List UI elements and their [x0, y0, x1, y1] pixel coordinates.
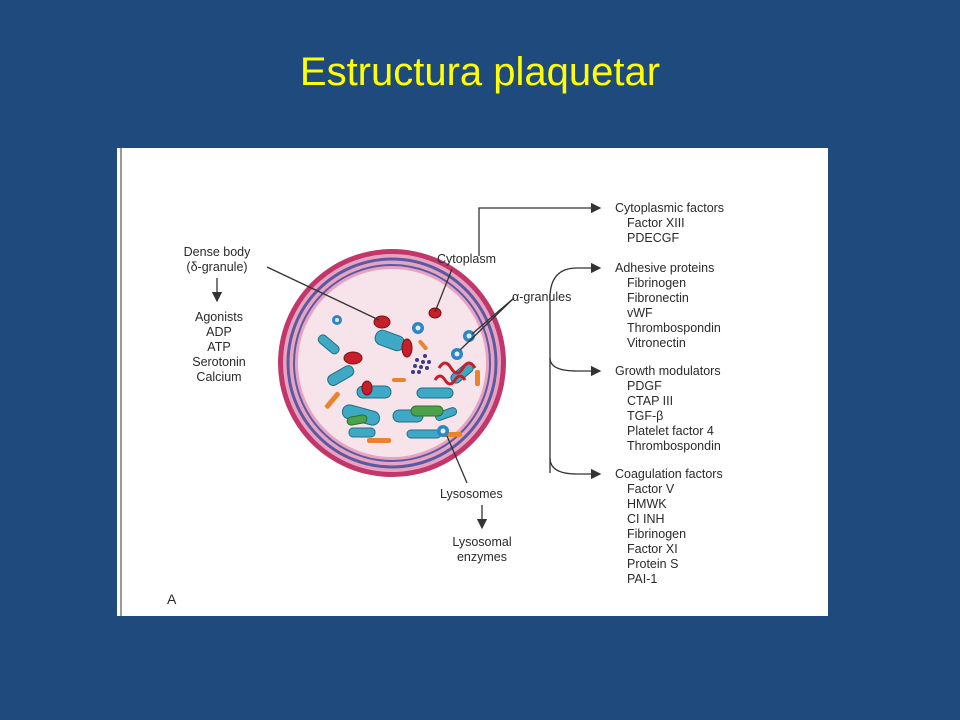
list-heading: Cytoplasmic factors [615, 201, 724, 215]
platelet-diagram: Dense body (δ-granule) Agonists ADP ATP … [120, 148, 724, 616]
adhesive-connector [549, 262, 602, 299]
coagulation-factors-list: Coagulation factors Factor V HMWK CI INH… [615, 467, 723, 586]
list-item: Protein S [627, 557, 678, 571]
agonist-item: Calcium [196, 370, 241, 384]
list-item: Fibrinogen [627, 276, 686, 290]
cytoplasm-connector [478, 202, 602, 256]
adhesive-proteins-list: Adhesive proteins Fibrinogen Fibronectin… [615, 261, 721, 350]
list-item: Factor XI [627, 542, 678, 556]
list-item: CI INH [627, 512, 665, 526]
list-item: Thrombospondin [627, 439, 721, 453]
list-item: Thrombospondin [627, 321, 721, 335]
glycogen-cluster [411, 354, 431, 374]
list-heading: Coagulation factors [615, 467, 723, 481]
dense-body-label: Dense body [184, 245, 251, 259]
growth-connector [549, 357, 602, 377]
platelet-cell [278, 249, 506, 477]
list-item: HMWK [627, 497, 667, 511]
list-item: TGF-β [627, 409, 663, 423]
agonist-item: ADP [206, 325, 232, 339]
cytoplasm-pointer [434, 268, 453, 313]
list-item: Fibronectin [627, 291, 689, 305]
slide-title: Estructura plaquetar [299, 50, 661, 94]
list-item: Factor XIII [627, 216, 685, 230]
alpha-granule-pointer-2 [471, 297, 515, 335]
cytoplasm-label: Cytoplasm [437, 252, 496, 266]
cytoplasmic-factors-list: Cytoplasmic factors Factor XIII PDECGF [615, 201, 724, 245]
canalicular-system [437, 361, 477, 375]
agonist-item: ATP [207, 340, 230, 354]
microtubule-ring [286, 257, 498, 469]
lysosome-pointer [446, 435, 468, 484]
list-item: Fibrinogen [627, 527, 686, 541]
alpha-granules-label: α-granules [512, 290, 571, 304]
delta-granule-label: (δ-granule) [186, 260, 247, 274]
alpha-granule-pointer-1 [459, 297, 515, 351]
agonists-heading: Agonists [195, 310, 243, 324]
dense-granules [343, 307, 442, 396]
agonist-item: Serotonin [192, 355, 246, 369]
list-item: Platelet factor 4 [627, 424, 714, 438]
list-item: Vitronectin [627, 336, 686, 350]
list-item: PDECGF [627, 231, 679, 245]
list-item: PAI-1 [627, 572, 657, 586]
enzymes-label: enzymes [457, 550, 507, 564]
list-item: PDGF [627, 379, 662, 393]
list-item: CTAP III [627, 394, 673, 408]
list-item: vWF [627, 306, 653, 320]
lysosomes-label: Lysosomes [440, 487, 503, 501]
green-organelles [346, 405, 444, 426]
list-item: Factor V [627, 482, 675, 496]
list-heading: Growth modulators [615, 364, 721, 378]
coagulation-connector [549, 457, 602, 480]
dense-body-pointer [266, 266, 380, 321]
cytoplasm-area [298, 269, 486, 457]
panel-label: A [167, 591, 177, 607]
platelet-figure: Dense body (δ-granule) Agonists ADP ATP … [117, 148, 828, 616]
lysosomal-label: Lysosomal [452, 535, 511, 549]
growth-modulators-list: Growth modulators PDGF CTAP III TGF-β Pl… [615, 364, 721, 453]
list-heading: Adhesive proteins [615, 261, 714, 275]
